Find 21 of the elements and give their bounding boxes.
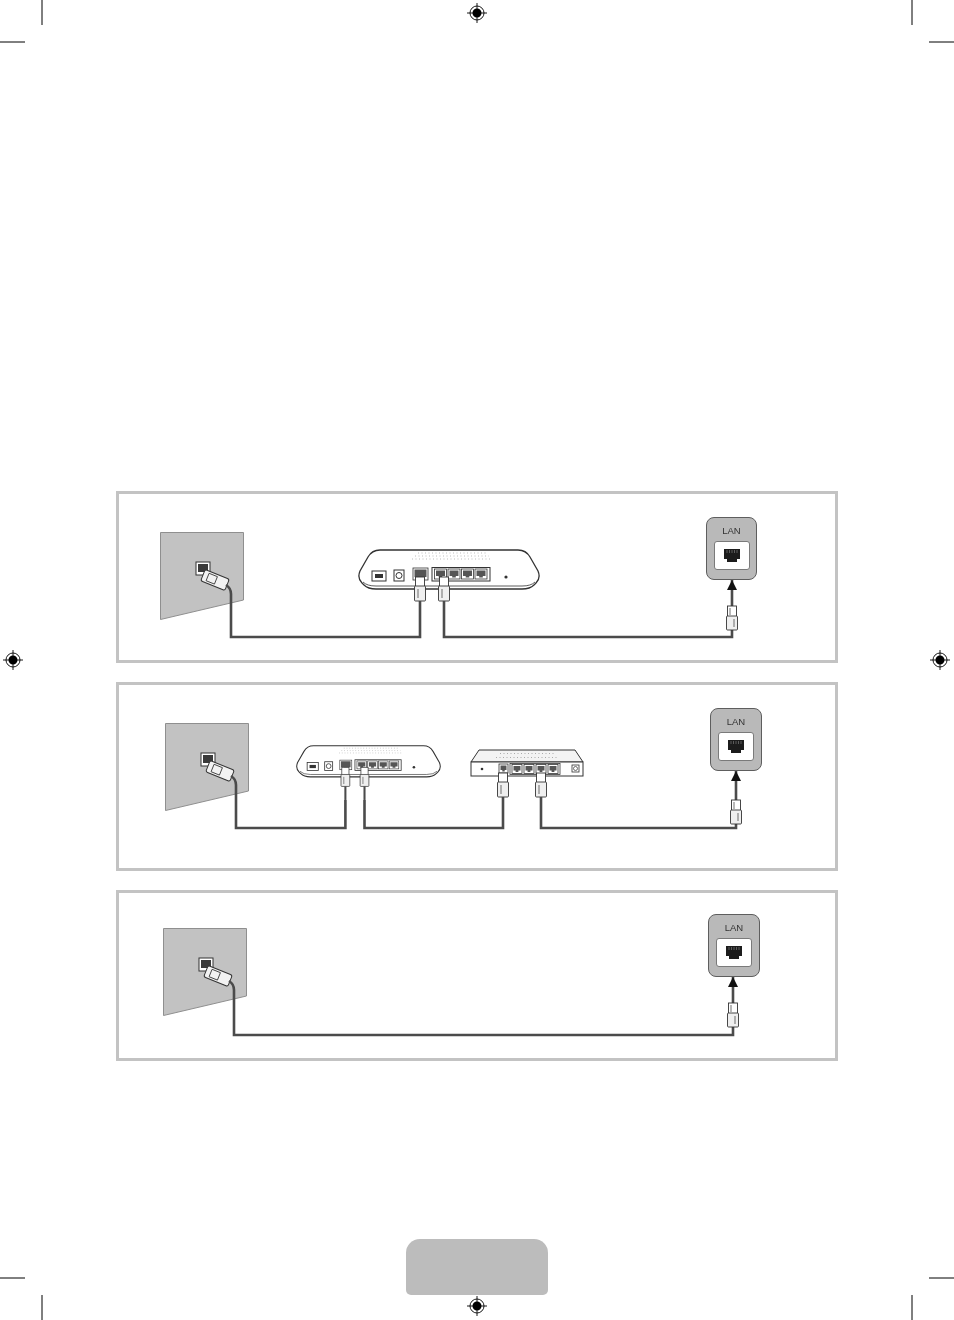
port-label: LAN (724, 922, 744, 933)
wall-jack-drawing (163, 928, 247, 1016)
lan-port-panel (710, 708, 762, 771)
wall-jack-drawing (165, 723, 249, 811)
diagram-panel (116, 491, 838, 663)
port-label: LAN (726, 716, 746, 727)
port-label: LAN (722, 525, 741, 536)
router-drawing (470, 749, 584, 800)
network-cable (363, 800, 505, 830)
diagram-panel (116, 890, 838, 1061)
lan-port-panel (708, 914, 760, 977)
network-cable (229, 605, 422, 639)
diagram-panel (116, 682, 838, 871)
network-cable (539, 771, 741, 830)
lan-port-panel (706, 517, 757, 580)
modem-drawing (358, 549, 540, 605)
wall-jack-drawing (160, 532, 244, 620)
network-cable (442, 580, 737, 639)
network-cable (234, 800, 347, 830)
network-cable (232, 977, 738, 1037)
modem-drawing (296, 745, 441, 800)
